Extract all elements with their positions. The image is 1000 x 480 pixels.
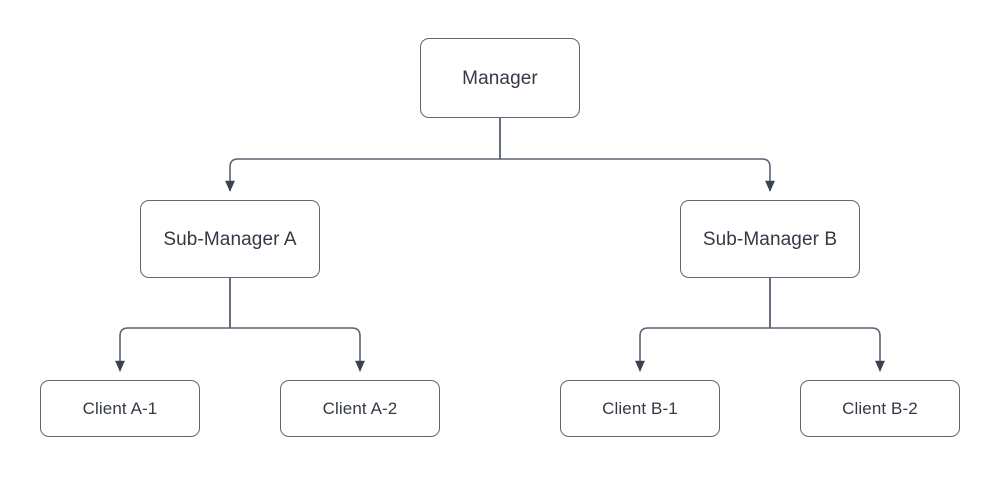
edge-manager-sub-a [225, 118, 501, 192]
edge-manager-sub-b [499, 118, 775, 192]
edge-sub-b-client-b-2 [769, 278, 885, 372]
node-sub-manager-a-label: Sub-Manager A [163, 228, 297, 250]
node-client-a-1-label: Client A-1 [82, 399, 158, 418]
edge-sub-a-client-a-1 [115, 278, 231, 372]
node-sub-manager-b-label: Sub-Manager B [702, 228, 838, 250]
node-client-a-1[interactable]: Client A-1 [40, 380, 200, 437]
node-manager-label: Manager [462, 67, 538, 89]
node-sub-manager-b[interactable]: Sub-Manager B [680, 200, 860, 278]
node-client-b-2[interactable]: Client B-2 [800, 380, 960, 437]
node-manager[interactable]: Manager [420, 38, 580, 118]
node-client-b-1-label: Client B-1 [602, 399, 678, 418]
node-sub-manager-a[interactable]: Sub-Manager A [140, 200, 320, 278]
edge-sub-b-client-b-1 [635, 278, 771, 372]
node-client-b-1[interactable]: Client B-1 [560, 380, 720, 437]
node-client-a-2-label: Client A-2 [322, 399, 398, 418]
edge-sub-a-client-a-2 [229, 278, 365, 372]
node-client-a-2[interactable]: Client A-2 [280, 380, 440, 437]
node-client-b-2-label: Client B-2 [842, 399, 918, 418]
